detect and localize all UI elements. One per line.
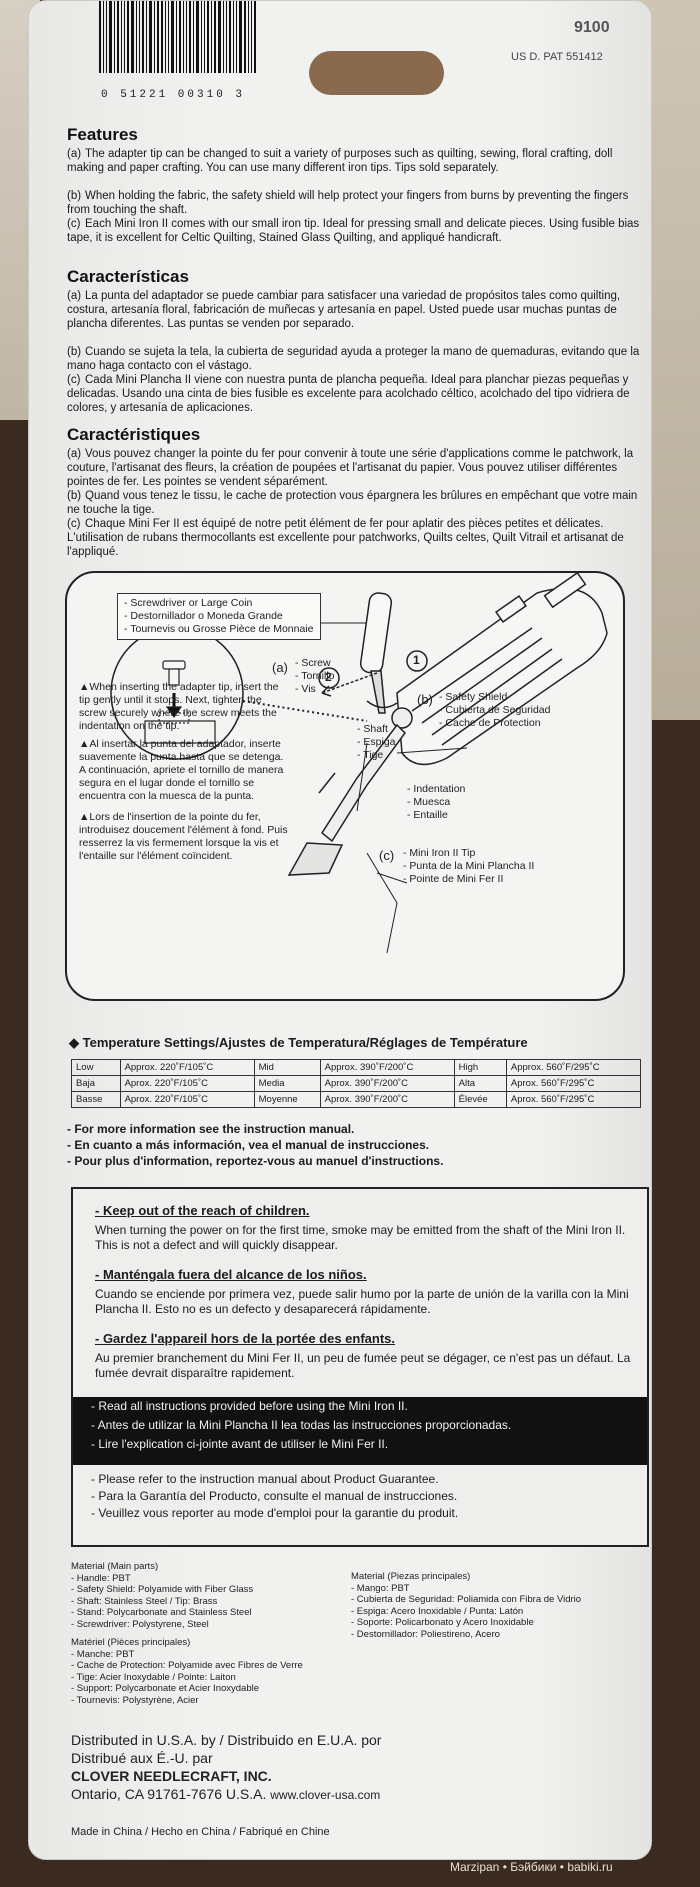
instruction-es: ▲Al insertar la punta del adaptador, ins… (79, 738, 284, 802)
caracteristicas-item-a: (a)La punta del adaptador se puede cambi… (67, 290, 621, 330)
caracteristicas-item-b: (b)Cuando se sujeta la tela, la cubierta… (67, 346, 640, 372)
features-title: Features (67, 125, 138, 144)
temperature-title: ◆ Temperature Settings/Ajustes de Temper… (69, 1035, 528, 1050)
shaft-label: - Shaft- Espiga- Tige (357, 723, 396, 761)
step-1: 1 (413, 653, 420, 667)
features-item-c: (c)Each Mini Iron II comes with our smal… (67, 218, 640, 244)
caracteristiques-title: Caractéristiques (67, 425, 201, 444)
features-item-a: (a)The adapter tip can be changed to sui… (67, 148, 613, 174)
caracteristicas-item-c: (c)Cada Mini Plancha II viene con nuestr… (67, 374, 630, 414)
features-item-b: (b)When holding the fabric, the safety s… (67, 190, 629, 216)
barcode-number: 0 51221 00310 3 (101, 89, 246, 101)
warning-body-en: When turning the power on for the first … (95, 1223, 626, 1252)
caracteristiques-item-c: (c)Chaque Mini Fer II est équipé de notr… (67, 518, 624, 558)
warning-body-es: Cuando se enciende por primera vez, pued… (95, 1287, 629, 1316)
materials-en: Material (Main parts)- Handle: PBT- Safe… (71, 1561, 254, 1630)
warning-box: - Keep out of the reach of children. Whe… (71, 1187, 649, 1547)
tool-box: - Screwdriver or Large Coin - Destornill… (117, 593, 321, 640)
warning-title-en: - Keep out of the reach of children. (95, 1203, 310, 1218)
caracteristicas-title: Características (67, 267, 189, 286)
caracteristiques-item-a: (a)Vous pouvez changer la pointe du fer … (67, 448, 634, 488)
guarantee-notes: - Please refer to the instruction manual… (91, 1472, 459, 1520)
model-number: 9100 (574, 19, 610, 36)
more-info-fr: - Pour plus d'information, reportez-vous… (67, 1154, 444, 1168)
warning-title-fr: - Gardez l'appareil hors de la portée de… (95, 1331, 396, 1346)
watermark: Marzipan • Бэйбики • babiki.ru (450, 1860, 613, 1874)
hang-hole (309, 51, 444, 95)
step-2: 2 (325, 670, 332, 684)
tip-mark: (c) (379, 848, 395, 863)
materials-es: Material (Piezas principales)- Mango: PB… (351, 1571, 582, 1640)
made-in-label: Made in China / Hecho en China / Fabriqu… (71, 1826, 330, 1838)
screw-mark: (a) (272, 660, 288, 675)
more-info-en: - For more information see the instructi… (67, 1122, 355, 1136)
read-instructions-bar: - Read all instructions provided before … (73, 1397, 647, 1465)
warning-title-es: - Manténgala fuera del alcance de los ni… (95, 1267, 367, 1282)
shield-label: - Safety Shield- Cubierta de Seguridad- … (439, 691, 551, 729)
patent-number: US D. PAT 551412 (511, 51, 603, 63)
caracteristiques-item-b: (b)Quand vous tenez le tissu, le cache d… (67, 490, 638, 516)
instruction-en: ▲When inserting the adapter tip, insert … (79, 681, 279, 732)
website-link: www.clover-usa.com (270, 1788, 381, 1802)
package-card: 0 51221 00310 3 9100 US D. PAT 551412 Fe… (28, 0, 652, 1860)
barcode (99, 1, 269, 81)
more-info-es: - En cuanto a más información, vea el ma… (67, 1138, 430, 1152)
tip-label: - Mini Iron II Tip- Punta de la Mini Pla… (403, 847, 535, 885)
iron-illustration (110, 573, 608, 954)
screw-label: - Screw- Tornillo- Vis (295, 657, 335, 695)
instruction-fr: ▲Lors de l'insertion de la pointe du fer… (79, 811, 288, 862)
shield-mark: (b) (417, 692, 433, 707)
warning-body-fr: Au premier branchement du Mini Fer II, u… (95, 1351, 631, 1380)
indentation-label: - Indentation- Muesca- Entaille (407, 783, 466, 821)
assembly-diagram: - Screwdriver or Large Coin - Destornill… (65, 571, 625, 1001)
distributor-block: Distributed in U.S.A. by / Distribuido e… (71, 1732, 382, 1802)
materials-fr: Matériel (Pièces principales)- Manche: P… (71, 1637, 303, 1706)
